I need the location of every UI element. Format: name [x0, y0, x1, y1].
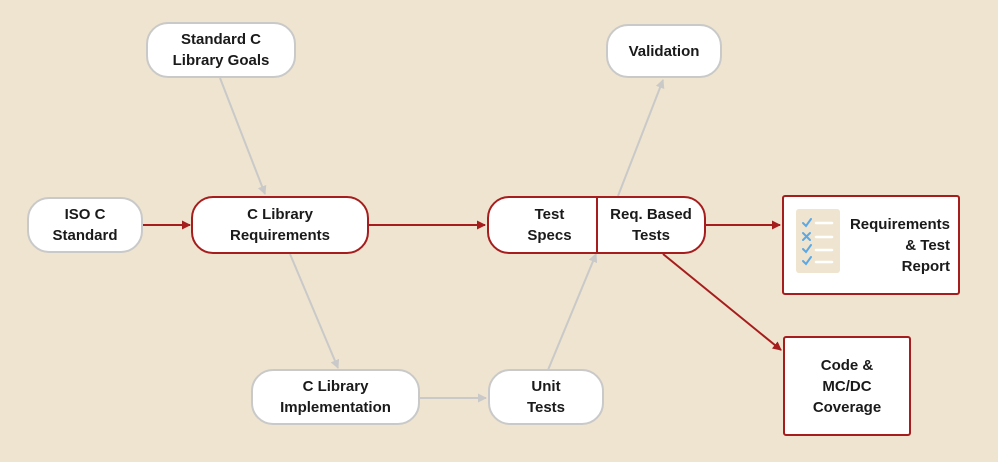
node-test-specs-and-req-tests[interactable]: Test Specs Req. Based Tests: [487, 196, 706, 254]
node-c-library-requirements[interactable]: C Library Requirements: [191, 196, 369, 254]
node-validation[interactable]: Validation: [606, 24, 722, 78]
test-specs-section[interactable]: Test Specs: [489, 198, 598, 252]
arrow-tests-to-coverage: [662, 253, 782, 351]
node-iso-c-standard[interactable]: ISO C Standard: [27, 197, 143, 253]
node-label: ISO C Standard: [52, 206, 118, 244]
node-label: Requirements & Test Report: [849, 215, 950, 275]
node-label: Unit Tests: [526, 378, 566, 416]
node-standard-c-library-goals[interactable]: Standard C Library Goals: [146, 22, 296, 78]
test-specs-label: Test Specs: [527, 206, 572, 244]
node-code-mcdc-coverage[interactable]: Code & MC/DC Coverage: [783, 336, 911, 436]
node-unit-tests[interactable]: Unit Tests: [488, 369, 604, 425]
arrow-requirements-to-implementation: [289, 253, 340, 369]
node-c-library-implementation[interactable]: C Library Implementation: [251, 369, 420, 425]
node-label: C Library Implementation: [280, 378, 391, 416]
report-label-wrap: Requirements & Test Report: [850, 197, 950, 293]
node-label: Validation: [628, 42, 700, 60]
req-based-tests-label: Req. Based Tests: [610, 206, 692, 244]
arrow-unit-tests-to-req-tests: [547, 253, 598, 371]
arrow-goals-to-requirements: [219, 77, 267, 195]
node-label: Standard C Library Goals: [172, 31, 270, 69]
req-based-tests-section[interactable]: Req. Based Tests: [598, 198, 704, 252]
arrow-req-tests-to-validation: [617, 79, 665, 197]
node-label: Code & MC/DC Coverage: [812, 356, 882, 416]
checklist-icon: [796, 209, 840, 273]
node-label: C Library Requirements: [229, 206, 331, 244]
node-requirements-test-report[interactable]: Requirements & Test Report: [782, 195, 960, 295]
